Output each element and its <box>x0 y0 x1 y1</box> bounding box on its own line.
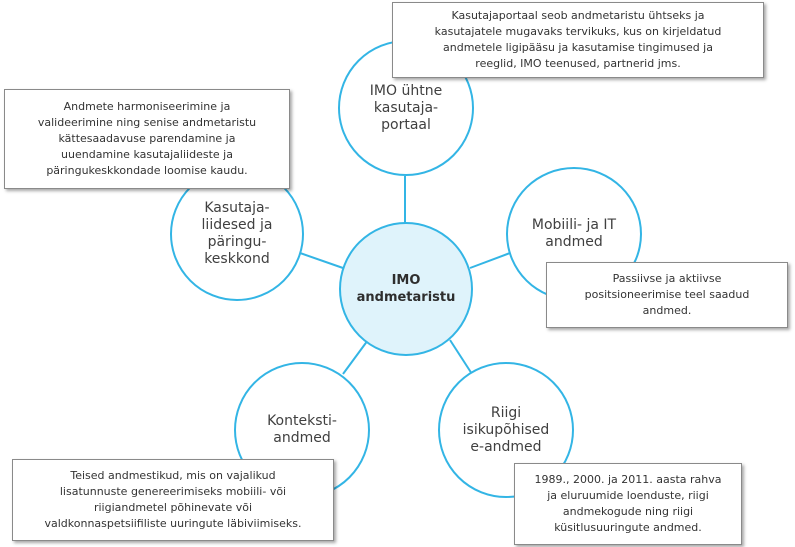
node-portal-label: IMO ühtne kasutaja- portaal <box>369 82 443 133</box>
node-interfaces-label: Kasutaja- liidesed ja päringu- keskkond <box>201 200 273 267</box>
note-interfaces: Andmete harmoniseerimine ja valideerimin… <box>4 89 290 189</box>
center-node: IMO andmetaristu <box>339 222 473 356</box>
note-portal-text: Kasutajaportaal seob andmetaristu ühtsek… <box>434 9 722 70</box>
center-node-label: IMO andmetaristu <box>356 273 456 305</box>
node-mobile-label: Mobiili- ja IT andmed <box>531 217 617 250</box>
connector-context <box>342 339 369 375</box>
note-mobile-text: Passiivse ja aktiivse positsioneerimise … <box>584 272 750 317</box>
note-context-text: Teised andmestikud, mis on vajalikud lis… <box>44 469 302 530</box>
note-registry: 1989., 2000. ja 2011. aasta rahva ja elu… <box>514 463 742 545</box>
connector-registry <box>449 339 473 375</box>
connector-interfaces <box>299 252 344 269</box>
note-mobile: Passiivse ja aktiivse positsioneerimise … <box>546 262 788 328</box>
note-interfaces-text: Andmete harmoniseerimine ja valideerimin… <box>37 100 257 177</box>
node-registry-label: Riigi isikupõhised e-andmed <box>462 404 550 455</box>
node-registry: Riigi isikupõhised e-andmed <box>438 362 574 498</box>
note-context: Teised andmestikud, mis on vajalikud lis… <box>12 459 334 541</box>
node-context-label: Konteksti- andmed <box>267 413 337 446</box>
note-registry-text: 1989., 2000. ja 2011. aasta rahva ja elu… <box>534 473 722 534</box>
note-portal: Kasutajaportaal seob andmetaristu ühtsek… <box>392 2 764 78</box>
connector-mobile <box>469 252 511 269</box>
node-interfaces: Kasutaja- liidesed ja päringu- keskkond <box>170 167 304 301</box>
